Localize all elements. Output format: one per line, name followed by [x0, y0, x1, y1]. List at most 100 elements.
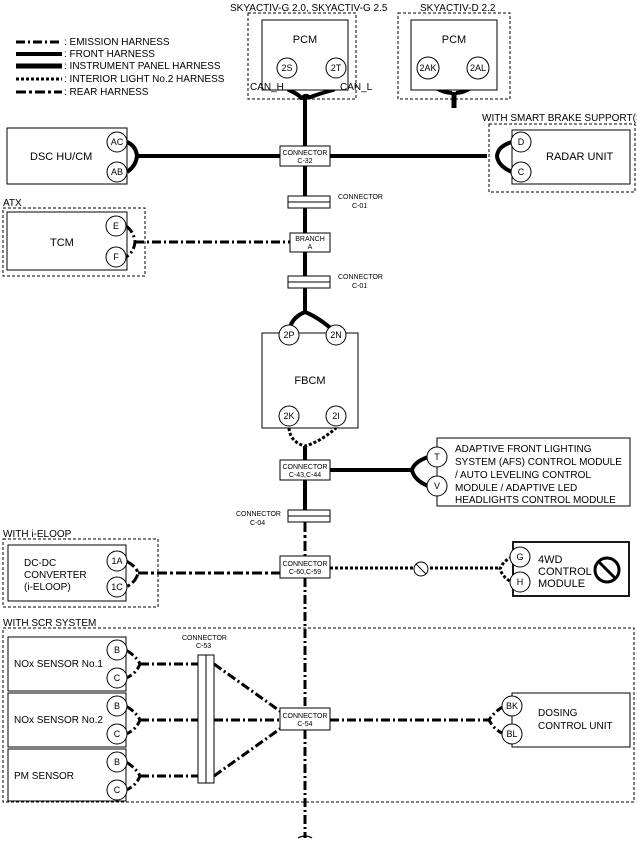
dosing-line-2: CONTROL UNIT: [538, 721, 613, 732]
nox2-pin-b: [106, 695, 128, 717]
pm-module: [7, 748, 127, 802]
wire-dsc-pair: [125, 140, 140, 174]
wire-afs-pair: [409, 455, 429, 488]
nox1-pin-c-label: C: [114, 673, 121, 683]
dcdc-pin-1c: [106, 576, 128, 598]
dcdc-pin-1c-label: 1C: [111, 582, 123, 592]
radar-module: [511, 129, 631, 185]
pm-pin-b-label: B: [114, 757, 120, 767]
dsc-pin-ac: [106, 131, 128, 153]
radar-pin-c-label: C: [518, 167, 525, 177]
dcdc-pin-1a: [106, 550, 128, 572]
wire-dosing-pair: [487, 704, 505, 736]
branch-a-title: BRANCH: [295, 236, 325, 243]
connector-c43-id: C-43,C-44: [289, 472, 321, 479]
radar-label: RADAR UNIT: [546, 151, 614, 163]
legend-instrument-label: : INSTRUMENT PANEL HARNESS: [64, 61, 221, 72]
can-l-label: CAN_L: [340, 82, 373, 93]
dosing-line-1: DOSING: [538, 708, 578, 719]
wire-nox1-pair: [125, 648, 142, 680]
nox1-pin-b-label: B: [114, 645, 120, 655]
pm-pin-c: [106, 779, 128, 801]
pcm-d-module: [410, 19, 498, 91]
tcm-pin-e: [105, 215, 127, 237]
fbcm-pin-2k-label: 2K: [283, 411, 294, 421]
group-ieloop-label: WITH i-ELOOP: [3, 529, 72, 540]
group-skyactiv-g-label: SKYACTIV-G 2.0, SKYACTIV-G 2.5: [230, 3, 388, 14]
wire-nox2-pair: [125, 704, 142, 736]
dcdc-module: [7, 544, 127, 602]
tcm-label: TCM: [50, 237, 74, 249]
dsc-pin-ab-label: AB: [111, 167, 123, 177]
pcm-d-pin-2ak: [416, 56, 440, 80]
pcm-d-label: PCM: [442, 34, 466, 46]
dosing-pin-bl: [501, 723, 523, 745]
afs-line-2: SYSTEM (AFS) CONTROL MODULE: [455, 457, 622, 468]
4wd-line-1: 4WD: [538, 554, 563, 566]
4wd-line-3: MODULE: [538, 578, 585, 590]
nox2-pin-b-label: B: [114, 701, 120, 711]
pm-pin-b: [106, 751, 128, 773]
connector-c04-id: C-04: [250, 520, 265, 527]
connector-c43-title: CONNECTOR: [283, 464, 328, 471]
connector-c60-id: C-60,C-59: [289, 569, 321, 576]
afs-pin-t: [426, 446, 448, 468]
afs-line-1: ADAPTIVE FRONT LIGHTING: [455, 444, 592, 455]
fbcm-pin-2n-label: 2N: [330, 330, 342, 340]
wire-4wd-pair: [498, 555, 513, 584]
legend-interior-label: : INTERIOR LIGHT No.2 HARNESS: [64, 74, 225, 85]
connector-c54-id: C-54: [297, 721, 312, 728]
connector-c60-c59: [279, 555, 331, 579]
connector-c60-title: CONNECTOR: [283, 561, 328, 568]
dcdc-pin-1a-label: 1A: [111, 556, 122, 566]
afs-pin-v-label: V: [434, 481, 440, 491]
connector-c53-title: CONNECTOR: [182, 635, 227, 642]
connector-c01-upper-title: CONNECTOR: [338, 194, 383, 201]
fbcm-pin-2k: [278, 405, 300, 427]
connector-c54-title: CONNECTOR: [283, 713, 328, 720]
dsc-pin-ac-label: AC: [111, 137, 124, 147]
connector-c32: [279, 145, 331, 167]
group-skyactiv-d-label: SKYACTIV-D 2.2: [420, 3, 496, 14]
wire-dcdc-pair: [125, 559, 140, 589]
nox2-pin-c-label: C: [114, 729, 121, 739]
wire-pm-pair: [125, 760, 142, 792]
connector-c54: [279, 707, 331, 731]
radar-pin-c: [510, 161, 532, 183]
connector-c01-lower-title: CONNECTOR: [338, 274, 383, 281]
pcm-g-label: PCM: [293, 34, 317, 46]
nox1-label: NOx SENSOR No.1: [14, 659, 103, 670]
fbcm-label: FBCM: [294, 375, 325, 387]
4wd-pin-h: [509, 571, 531, 593]
wire-fbcm-bottom-pair: [287, 426, 337, 448]
group-sbs-outline: [488, 123, 636, 193]
connector-c53-id: C-53: [196, 643, 211, 650]
connector-c01-upper-id: C-01: [352, 203, 367, 210]
dcdc-line-1: DC-DC: [24, 558, 56, 569]
4wd-module: [512, 541, 630, 597]
pm-pin-c-label: C: [114, 785, 121, 795]
group-atx-outline: [2, 207, 146, 277]
legend-front-label: : FRONT HARNESS: [64, 49, 155, 60]
dcdc-line-2: CONVERTER: [24, 570, 87, 581]
pcm-d-pin-2ak-label: 2AK: [419, 63, 436, 73]
connector-c01-lower-id: C-01: [352, 283, 367, 290]
wire-pcm-g-join: [300, 94, 312, 100]
connector-c43-c44: [279, 459, 331, 481]
pcm-g-pin-2s: [276, 57, 298, 79]
wire-c53-to-c54-bottom: [213, 724, 285, 778]
pcm-g-pin-2t: [325, 57, 347, 79]
group-atx-label: ATX: [3, 198, 22, 209]
dosing-pin-bk-label: BK: [506, 701, 518, 711]
nox2-module: [7, 692, 127, 748]
connector-c04-title: CONNECTOR: [236, 511, 281, 518]
4wd-pin-g-label: G: [516, 552, 523, 562]
group-scr-outline: [2, 627, 635, 803]
afs-pin-t-label: T: [434, 452, 440, 462]
pm-label: PM SENSOR: [14, 771, 74, 782]
nox1-module: [7, 636, 127, 692]
afs-line-4: MODULE / ADAPTIVE LED: [455, 483, 577, 494]
tcm-pin-f-label: F: [113, 252, 119, 262]
